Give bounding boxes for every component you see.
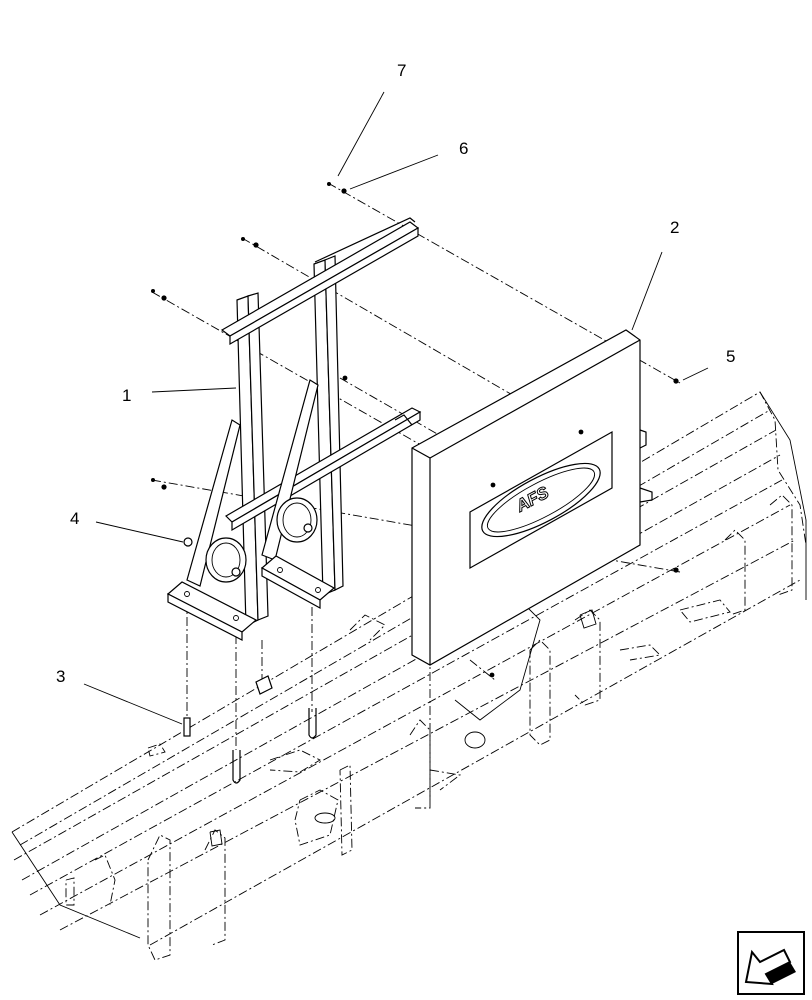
phantom-chassis-frame xyxy=(11,391,807,961)
support-frame-part-1 xyxy=(166,217,422,641)
callout-1: 1 xyxy=(122,386,131,405)
hardware-fasteners xyxy=(151,182,679,784)
middle-bracket-plate xyxy=(147,614,462,856)
previous-view-arrow-icon[interactable] xyxy=(737,931,805,995)
callout-5: 5 xyxy=(726,347,735,366)
callout-4: 4 xyxy=(70,509,79,528)
monitor-enclosure-part-2: AFS xyxy=(411,329,653,666)
callout-2: 2 xyxy=(670,218,679,237)
left-bracket-plate xyxy=(65,829,226,961)
callout-6: 6 xyxy=(459,139,468,158)
callout-labels: 7 6 2 5 1 4 3 xyxy=(56,61,735,686)
leader-lines xyxy=(83,91,709,725)
callout-3: 3 xyxy=(56,667,65,686)
right-bracket-plate xyxy=(449,494,793,749)
callout-7: 7 xyxy=(397,61,406,80)
